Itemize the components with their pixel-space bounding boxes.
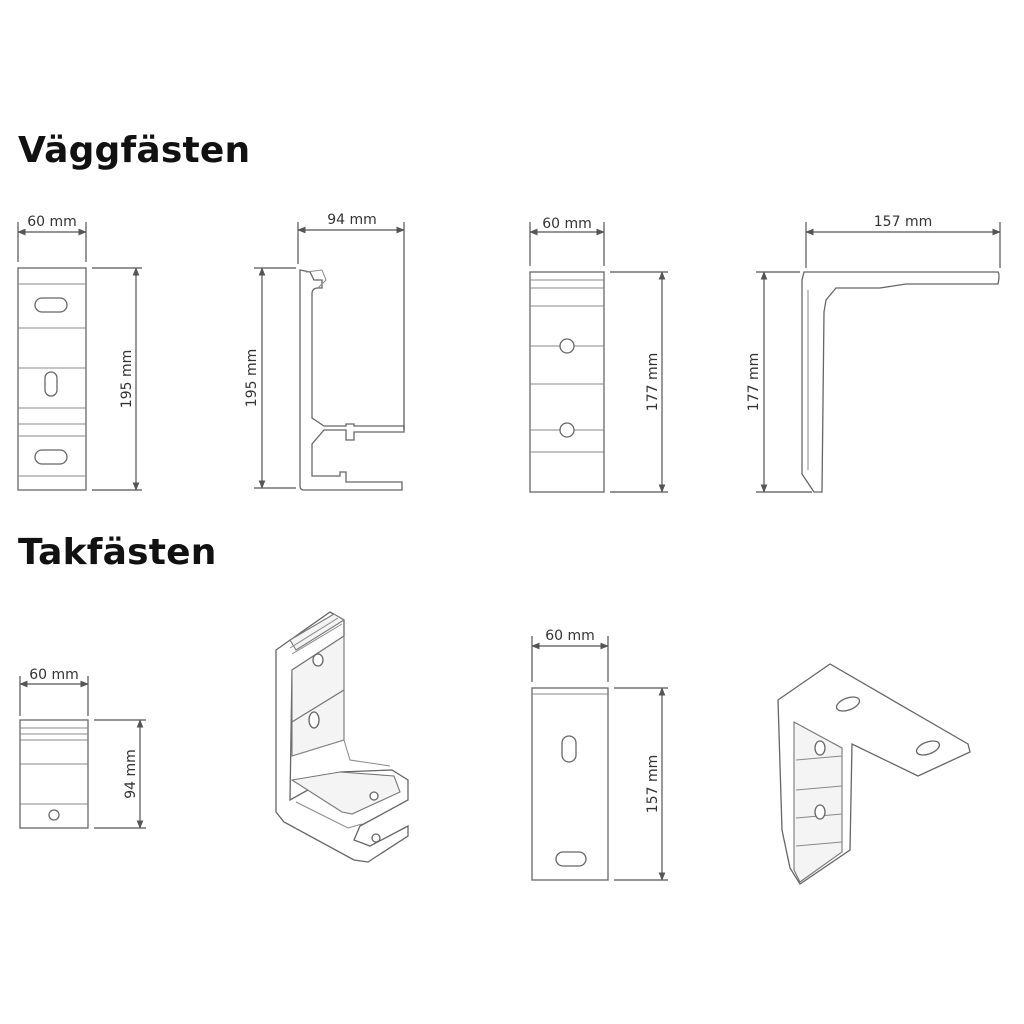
wall-bracket-1-height-label: 195 mm: [119, 350, 135, 408]
wall-bracket-2-depth-dimension: 157 mm: [805, 214, 1001, 268]
wall-bracket-2-height-label: 177 mm: [645, 353, 661, 411]
wall-brackets-title: Väggfästen: [18, 130, 251, 171]
wall-bracket-2-depth-label: 157 mm: [874, 214, 932, 230]
wall-bracket-1-width-dimension: 60 mm: [17, 214, 87, 262]
wall-bracket-1-side-height-dimension: 195 mm: [244, 267, 296, 489]
wall-bracket-2-side-height-label: 177 mm: [746, 353, 762, 411]
wall-bracket-2-side-height-dimension: 177 mm: [746, 271, 812, 493]
ceiling-bracket-2-width-dimension: 60 mm: [531, 628, 609, 682]
wall-bracket-2-side-profile: [801, 271, 1000, 493]
wall-bracket-2-height-dimension: 177 mm: [610, 271, 668, 493]
wall-bracket-1-depth-dimension: 94 mm: [297, 212, 405, 430]
wall-bracket-1-width-label: 60 mm: [27, 214, 77, 230]
ceiling-bracket-1-height-dimension: 94 mm: [94, 719, 146, 829]
wall-bracket-1-front-view: [17, 267, 87, 491]
ceiling-brackets-title: Takfästen: [18, 532, 217, 573]
ceiling-bracket-1-height-label: 94 mm: [123, 749, 139, 799]
ceiling-bracket-2-height-dimension: 157 mm: [614, 687, 668, 881]
ceiling-bracket-2-isometric: [777, 663, 971, 885]
wall-bracket-2-front-view: [529, 271, 605, 493]
ceiling-bracket-1-width-label: 60 mm: [29, 667, 79, 683]
ceiling-bracket-2-front-view: [531, 687, 609, 881]
ceiling-bracket-1-isometric: [275, 611, 409, 863]
ceiling-bracket-2-height-label: 157 mm: [645, 755, 661, 813]
ceiling-bracket-1-width-dimension: 60 mm: [19, 667, 89, 716]
wall-bracket-1-height-dimension: 195 mm: [92, 267, 142, 491]
wall-bracket-1-side-profile: [299, 269, 405, 491]
wall-bracket-1-depth-label: 94 mm: [327, 212, 377, 228]
wall-bracket-1-side-height-label: 195 mm: [244, 349, 260, 407]
ceiling-bracket-1-front-view: [19, 719, 89, 829]
ceiling-bracket-2-width-label: 60 mm: [545, 628, 595, 644]
wall-bracket-2-width-dimension: 60 mm: [529, 216, 605, 266]
wall-bracket-2-width-label: 60 mm: [542, 216, 592, 232]
